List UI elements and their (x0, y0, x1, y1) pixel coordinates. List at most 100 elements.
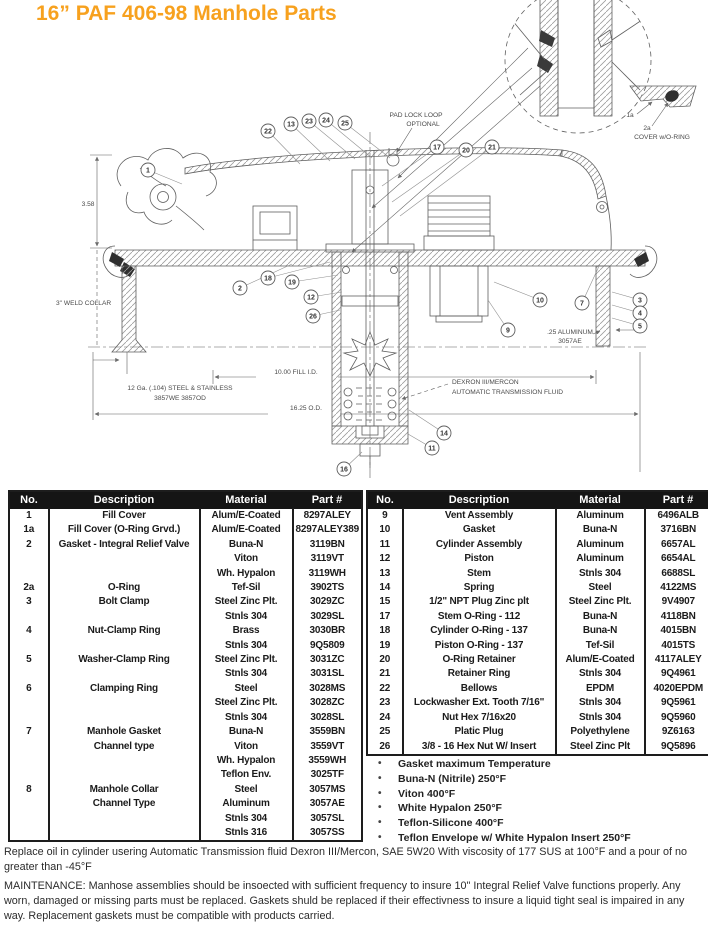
table-cell (49, 754, 200, 768)
table-cell (9, 711, 49, 725)
aluminum-label-2: 3057AE (558, 338, 582, 345)
part-balloon-number: 24 (322, 117, 330, 124)
table-cell: 6688SL (645, 567, 708, 581)
table-cell: Platic Plug (403, 725, 556, 739)
table-cell: 13 (367, 567, 403, 581)
table-cell: 3028SL (293, 711, 363, 725)
table-cell (49, 567, 200, 581)
table-cell: 18 (367, 624, 403, 638)
page-title: 16” PAF 406-98 Manhole Parts (36, 2, 337, 26)
part-balloon-number: 5 (638, 323, 642, 330)
table-cell: Stnls 304 (200, 610, 293, 624)
dim-358-label: 3.58 (82, 201, 95, 208)
table-cell: Stnls 304 (200, 711, 293, 725)
table-cell: Channel type (49, 740, 200, 754)
part-balloon-number: 9 (506, 327, 510, 334)
table-cell (9, 552, 49, 566)
table-cell: 3119VT (293, 552, 363, 566)
table-cell: Stem (403, 567, 556, 581)
table-cell: Washer-Clamp Ring (49, 653, 200, 667)
table-cell: Buna-N (556, 624, 645, 638)
table-cell (9, 812, 49, 826)
part-balloon-number: 13 (287, 121, 295, 128)
table-cell: 22 (367, 682, 403, 696)
table-cell (9, 826, 49, 841)
table-cell: 2a (9, 581, 49, 595)
table-cell: Channel Type (49, 797, 200, 811)
part-balloon-number: 2 (238, 285, 242, 292)
table-cell: Bolt Clamp (49, 595, 200, 609)
table-cell: 4118BN (645, 610, 708, 624)
table-cell: 3119WH (293, 567, 363, 581)
table-row: Steel Zinc Plt.3028ZC (9, 696, 362, 710)
table-row: Teflon Env.3025TF (9, 768, 362, 782)
table-cell: 4015BN (645, 624, 708, 638)
padlock-label-2: OPTIONAL (406, 121, 440, 128)
table-cell: Tef-Sil (556, 639, 645, 653)
table-cell (49, 610, 200, 624)
table-cell: Steel (556, 581, 645, 595)
table-cell (49, 812, 200, 826)
bullet-item: White Hypalon 250°F (372, 801, 706, 816)
part-balloon-number: 3 (638, 297, 642, 304)
table-cell: 9Z6163 (645, 725, 708, 739)
table-cell: 26 (367, 740, 403, 755)
table-cell (49, 768, 200, 782)
table-cell: 3057MS (293, 783, 363, 797)
part-balloon-number: 21 (488, 144, 496, 151)
table-cell: 12 (367, 552, 403, 566)
table-cell: Lockwasher Ext. Tooth 7/16" (403, 696, 556, 710)
detail-2a-label: 2a (643, 125, 651, 132)
table-cell: O-Ring Retainer (403, 653, 556, 667)
table-cell: Stnls 316 (200, 826, 293, 841)
table-cell: Buna-N (200, 538, 293, 552)
table-cell: Piston (403, 552, 556, 566)
table-cell: Stnls 304 (556, 696, 645, 710)
table-cell: Stnls 304 (200, 639, 293, 653)
table-cell: Stnls 304 (556, 711, 645, 725)
table-cell: 3057SL (293, 812, 363, 826)
table-cell (9, 696, 49, 710)
part-balloon-number: 1 (146, 167, 150, 174)
table-cell: Steel Zinc Plt. (200, 696, 293, 710)
table-cell: 8297ALEY (293, 509, 363, 524)
notes-section: Replace oil in cylinder usering Automati… (4, 845, 705, 928)
table-cell: 3057SS (293, 826, 363, 841)
table-cell: 3/8 - 16 Hex Nut W/ Insert (403, 740, 556, 755)
table-cell: Piston O-Ring - 137 (403, 639, 556, 653)
table-cell: 3031SL (293, 667, 363, 681)
table-cell: 9V4907 (645, 595, 708, 609)
part-balloon-number: 20 (462, 147, 470, 154)
table-cell: Nut-Clamp Ring (49, 624, 200, 638)
table-cell: Alum/E-Coated (556, 653, 645, 667)
table-cell: 1 (9, 509, 49, 524)
table-cell: 1/2" NPT Plug Zinc plt (403, 595, 556, 609)
part-balloon-number: 16 (340, 466, 348, 473)
detail-1a-label: 1a (626, 112, 634, 119)
table-cell (49, 639, 200, 653)
part-balloon-number: 19 (288, 279, 296, 286)
table-cell: Cylinder Assembly (403, 538, 556, 552)
column-header: No. (9, 491, 49, 509)
cover-oring-detail (630, 86, 696, 126)
table-cell (9, 567, 49, 581)
fluid-label-2: AUTOMATIC TRANSMISSION FLUID (452, 389, 563, 396)
table-cell: Vent Assembly (403, 509, 556, 524)
table-cell: Alum/E-Coated (200, 523, 293, 537)
